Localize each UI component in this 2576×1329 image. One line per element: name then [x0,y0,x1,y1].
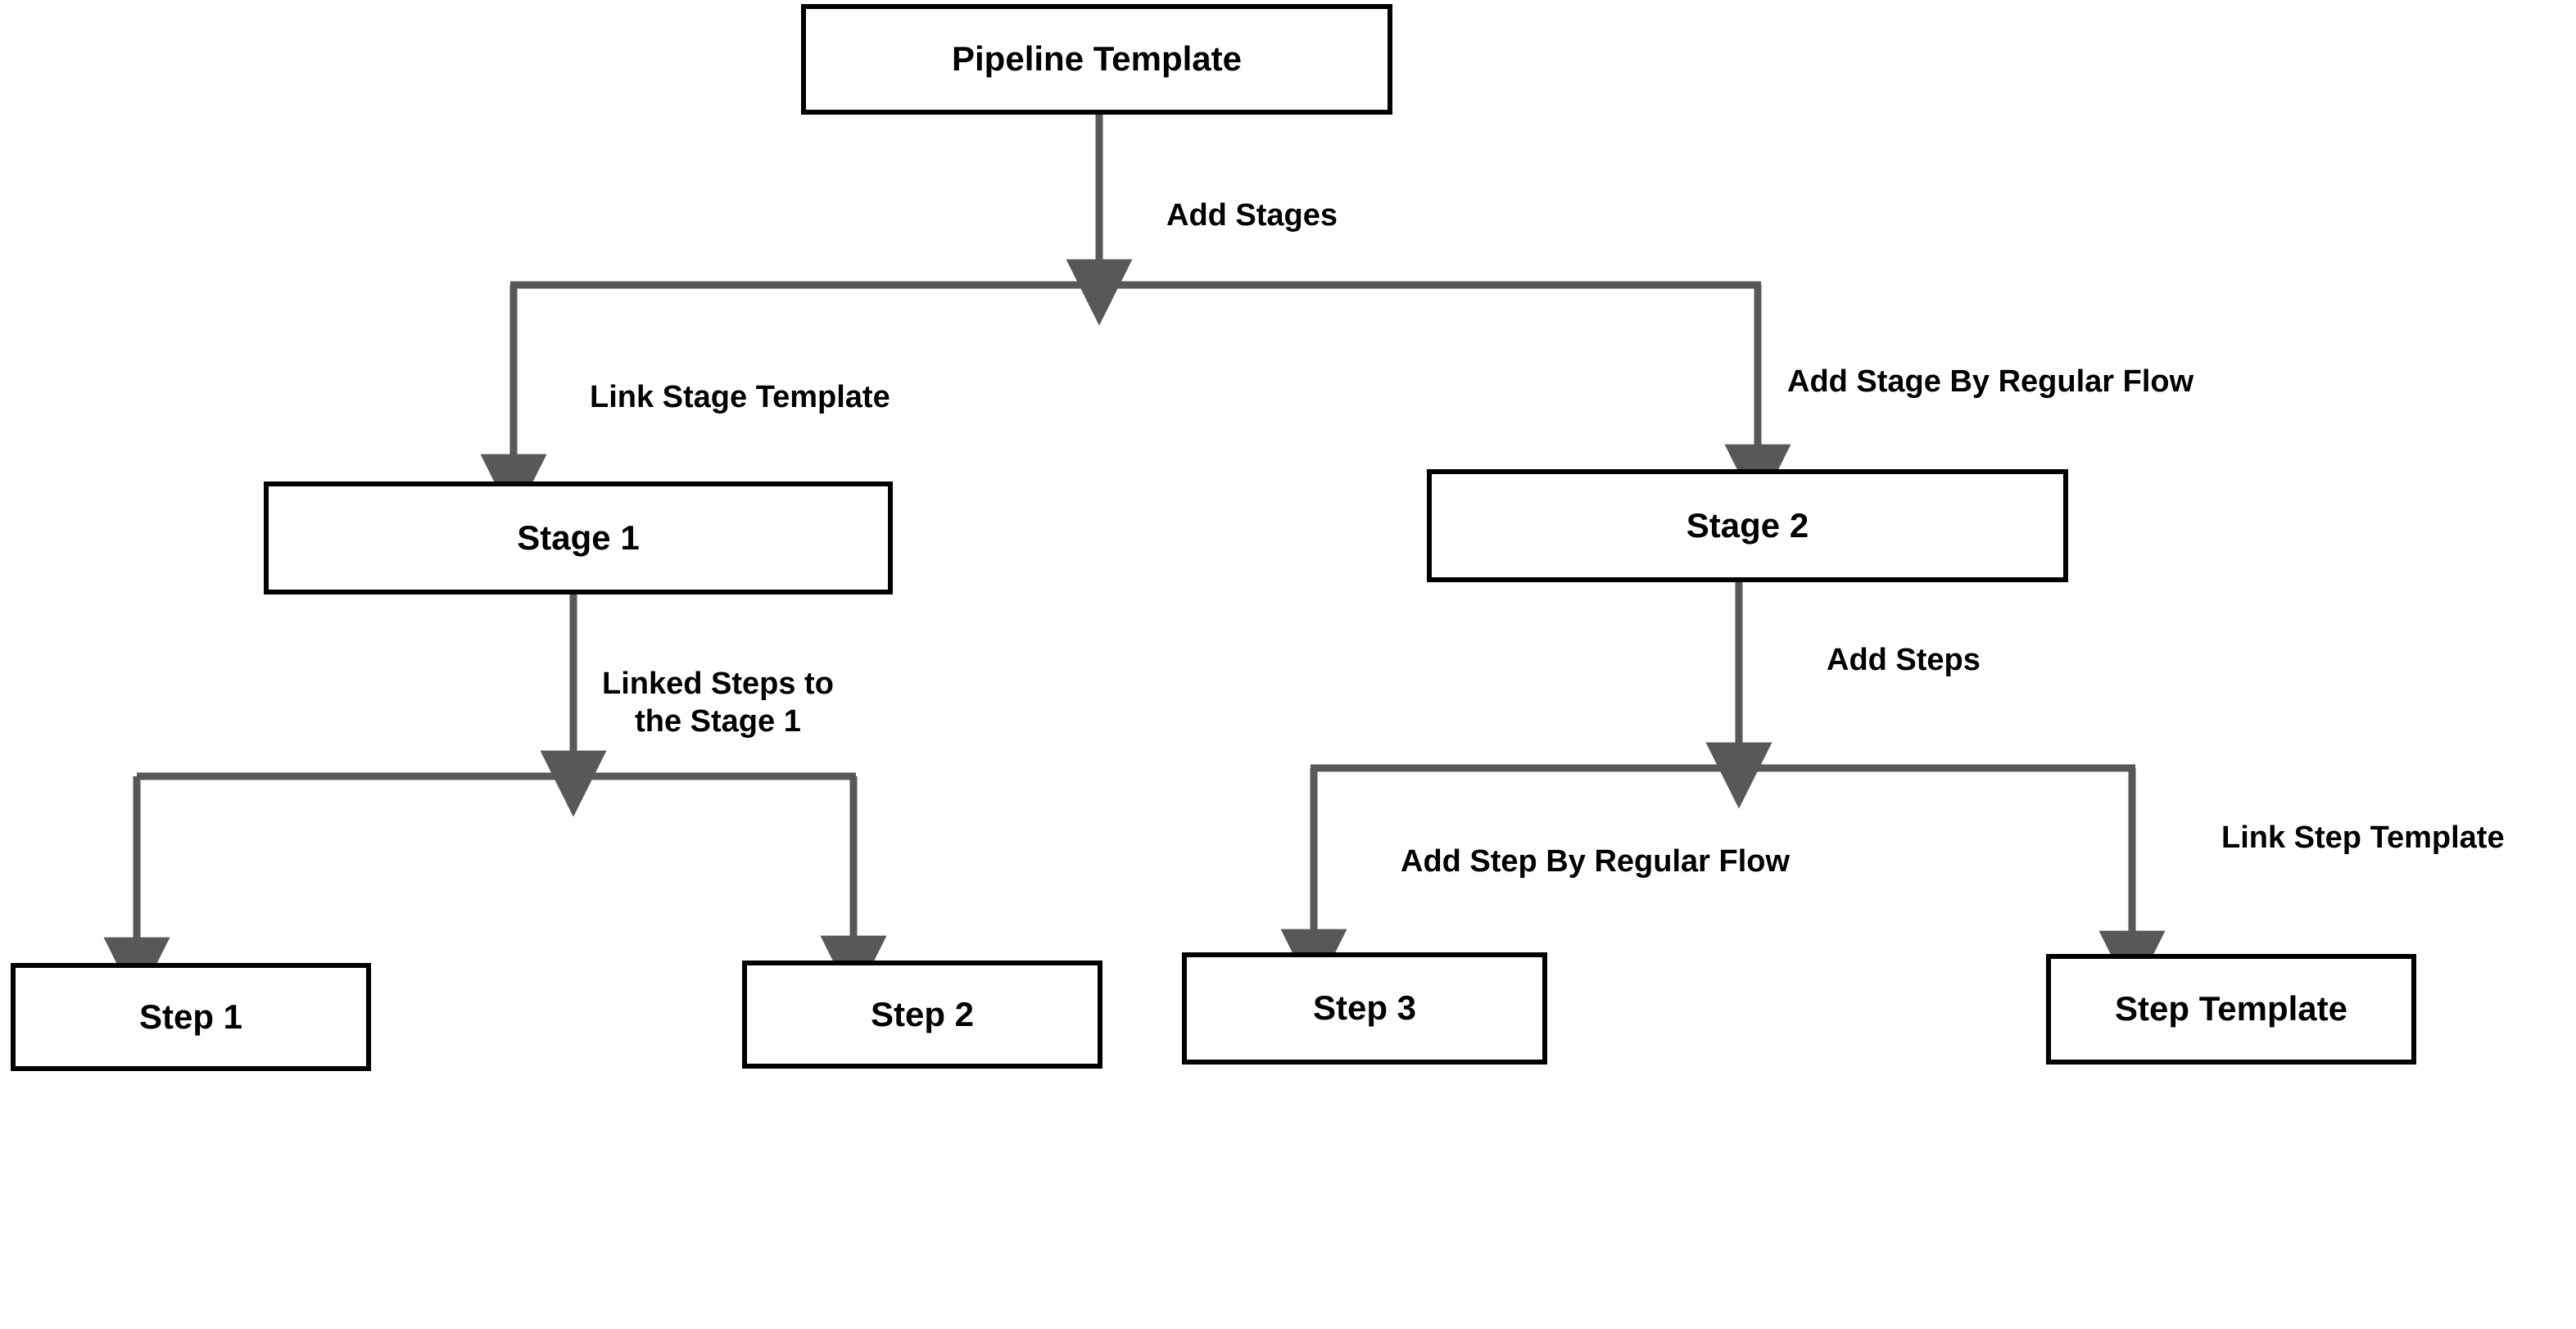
edge-label-add-stage-by-regular-flow: Add Stage By Regular Flow [1787,364,2194,399]
node-step-2[interactable]: Step 2 [742,961,1102,1069]
node-step-1[interactable]: Step 1 [11,963,371,1071]
edge-label-link-step-template: Link Step Template [2221,820,2505,855]
node-step-3[interactable]: Step 3 [1182,952,1547,1065]
edge-label-link-stage-template: Link Stage Template [590,380,890,414]
node-stage-2-label: Stage 2 [1686,505,1809,545]
node-step-2-label: Step 2 [870,994,975,1033]
edge-label-add-step-by-regular-flow: Add Step By Regular Flow [1401,844,1791,879]
edge-label-add-stages: Add Stages [1166,198,1338,233]
node-stage-2[interactable]: Stage 2 [1427,469,2068,582]
node-step-template[interactable]: Step Template [2046,954,2416,1065]
node-pipeline-template[interactable]: Pipeline Template [801,4,1392,115]
node-stage-1[interactable]: Stage 1 [264,481,893,594]
edge-label-linked-steps-to-the-stage-1: Linked Steps to the Stage 1 [602,667,834,739]
node-step-1-label: Step 1 [138,997,243,1036]
edge-label-add-steps: Add Steps [1827,643,1981,677]
node-step-template-label: Step Template [2115,989,2347,1028]
node-step-3-label: Step 3 [1312,988,1417,1028]
node-stage-1-label: Stage 1 [517,518,640,557]
node-pipeline-template-label: Pipeline Template [952,39,1242,79]
